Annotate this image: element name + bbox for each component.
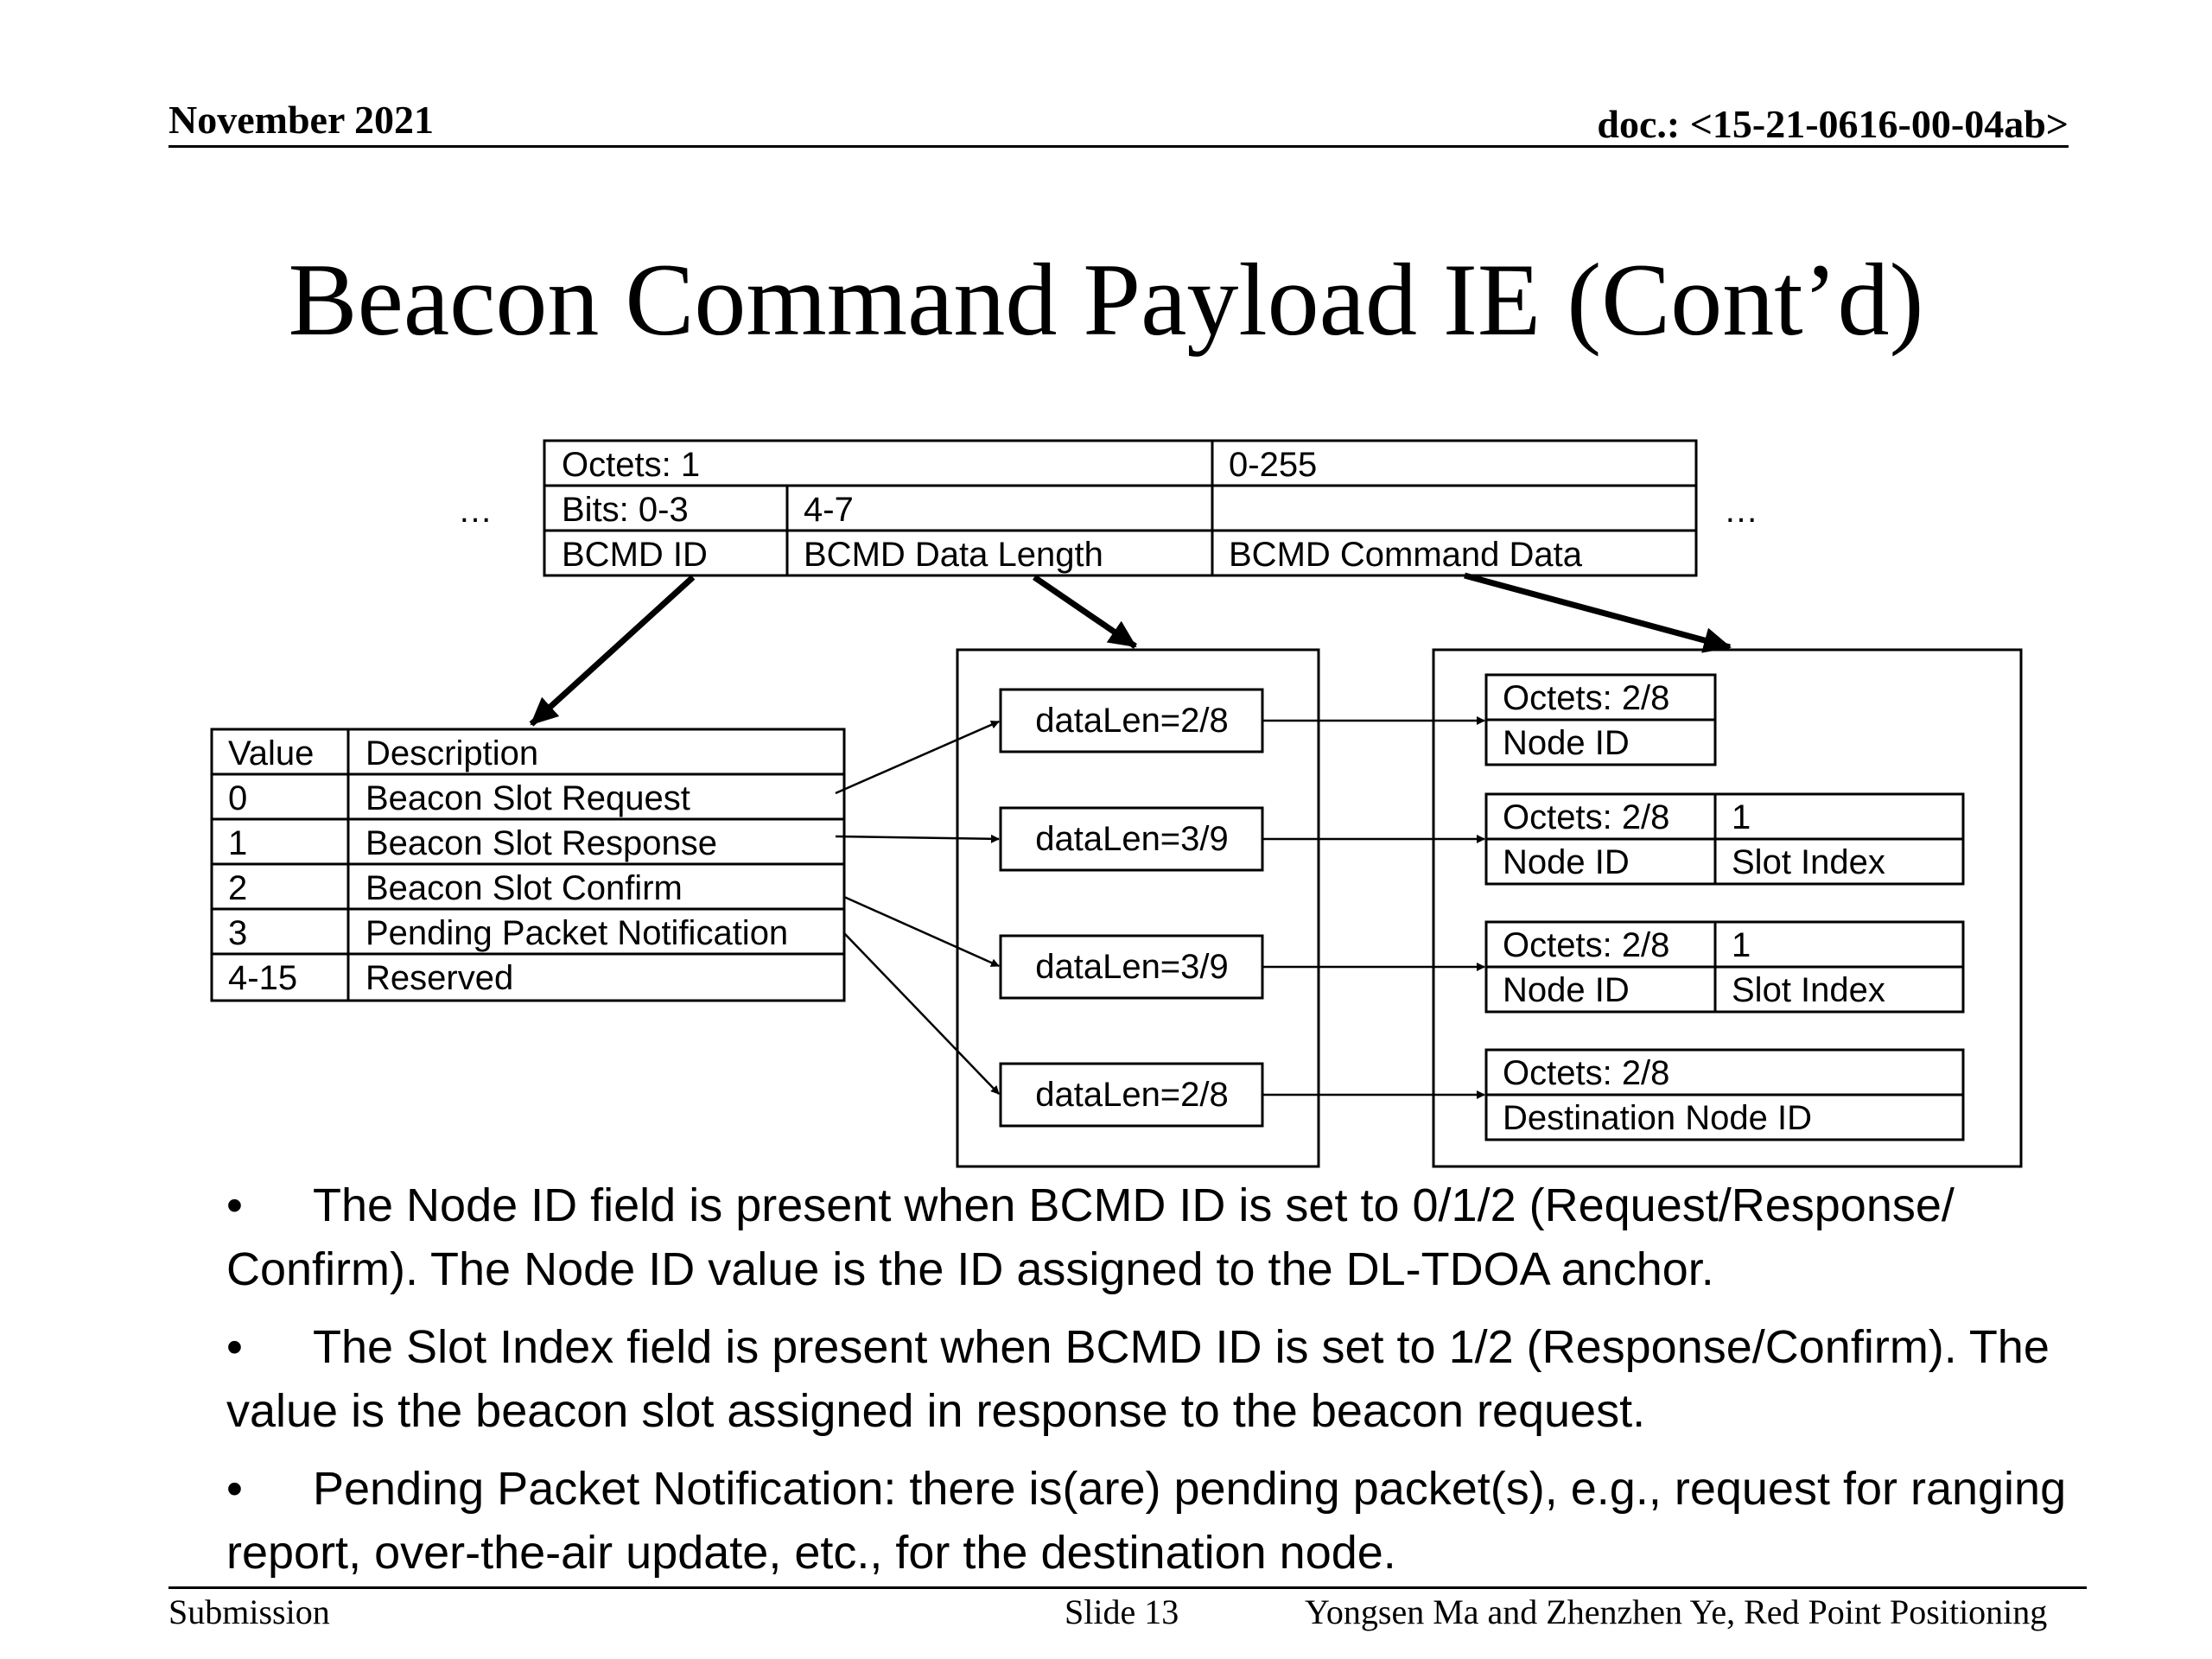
arrow-data-length	[1033, 575, 1137, 649]
value-table-cell: 2	[228, 869, 247, 907]
bullet-dot: •	[226, 1179, 243, 1231]
command-data-cell: Destination Node ID	[1503, 1099, 1812, 1137]
command-data-cell: Node ID	[1503, 724, 1630, 762]
ellipsis-right: …	[1724, 492, 1758, 530]
value-table-cell: Beacon Slot Confirm	[365, 869, 683, 907]
slide-title: Beacon Command Payload IE (Cont’d)	[288, 242, 1924, 357]
header-date: November 2021	[168, 98, 435, 142]
bullet-item: •The Slot Index field is present when BC…	[226, 1315, 2084, 1443]
data-length-box: dataLen=3/9	[1035, 820, 1229, 858]
command-data-cell: 1	[1732, 798, 1751, 836]
format-bits-2: 4-7	[804, 491, 854, 529]
value-table-cell: 4-15	[228, 959, 297, 997]
footer-authors: Yongsen Ma and Zhenzhen Ye, Red Point Po…	[1305, 1592, 2048, 1631]
format-field-command-data: BCMD Command Data	[1229, 536, 1583, 574]
footer-rule	[168, 1586, 2087, 1589]
bullet-item: •The Node ID field is present when BCMD …	[226, 1173, 2084, 1301]
command-data-cell: Slot Index	[1732, 843, 1885, 881]
bullet-dot: •	[226, 1321, 243, 1373]
command-data-cell: Node ID	[1503, 843, 1630, 881]
mapping-arrows	[835, 720, 1000, 1095]
value-table-cell: 3	[228, 914, 247, 952]
bullet-text: The Node ID field is present when BCMD I…	[226, 1179, 1955, 1295]
arrow-bcmd-id	[529, 575, 696, 727]
command-data-cell: 1	[1732, 926, 1751, 964]
value-table-cell: Beacon Slot Request	[365, 779, 690, 817]
data-length-box: dataLen=2/8	[1035, 1076, 1229, 1114]
format-table	[543, 439, 1698, 577]
value-table-cell: Pending Packet Notification	[365, 914, 788, 952]
command-data-cell: Slot Index	[1732, 971, 1885, 1009]
data-length-box: dataLen=3/9	[1035, 948, 1229, 986]
bullet-item: •Pending Packet Notification: there is(a…	[226, 1457, 2084, 1585]
command-data-cell: Octets: 2/8	[1503, 926, 1669, 964]
data-length-boxes	[999, 688, 1264, 1128]
value-table-cell: Reserved	[365, 959, 513, 997]
value-table-cell: 1	[228, 824, 247, 862]
format-field-data-length: BCMD Data Length	[804, 536, 1103, 574]
header-rule	[168, 145, 2069, 148]
data-length-box: dataLen=2/8	[1035, 702, 1229, 740]
command-data-cell: Octets: 2/8	[1503, 798, 1669, 836]
value-table-cell: Beacon Slot Response	[365, 824, 717, 862]
ellipsis-left: …	[458, 492, 493, 530]
command-data-cell: Octets: 2/8	[1503, 1054, 1669, 1092]
footer-slide-number: Slide 13	[1065, 1592, 1179, 1631]
format-bits-1: Bits: 0-3	[562, 491, 689, 529]
bullet-text: Pending Packet Notification: there is(ar…	[226, 1463, 2067, 1579]
data-length-container	[956, 648, 1320, 1168]
value-table-cell: 0	[228, 779, 247, 817]
format-octets-2: 0-255	[1229, 446, 1317, 484]
value-table	[210, 728, 846, 1002]
footer-submission: Submission	[168, 1592, 330, 1631]
arrow-command-data	[1464, 572, 1732, 653]
command-data-container	[1432, 648, 2023, 1168]
bullet-list: •The Node ID field is present when BCMD …	[226, 1173, 2084, 1599]
format-field-bcmd-id: BCMD ID	[562, 536, 708, 574]
command-data-cell: Node ID	[1503, 971, 1630, 1009]
length-to-data-arrows	[1262, 716, 1485, 1099]
bullet-text: The Slot Index field is present when BCM…	[226, 1321, 2050, 1437]
bullet-dot: •	[226, 1463, 243, 1515]
command-data-tables	[1484, 673, 1965, 1141]
format-octets-1: Octets: 1	[562, 446, 700, 484]
header-doc-id: doc.: <15-21-0616-00-04ab>	[1597, 102, 2069, 146]
command-data-cell: Octets: 2/8	[1503, 679, 1669, 717]
value-table-header-description: Description	[365, 734, 538, 772]
value-table-header-value: Value	[228, 734, 314, 772]
